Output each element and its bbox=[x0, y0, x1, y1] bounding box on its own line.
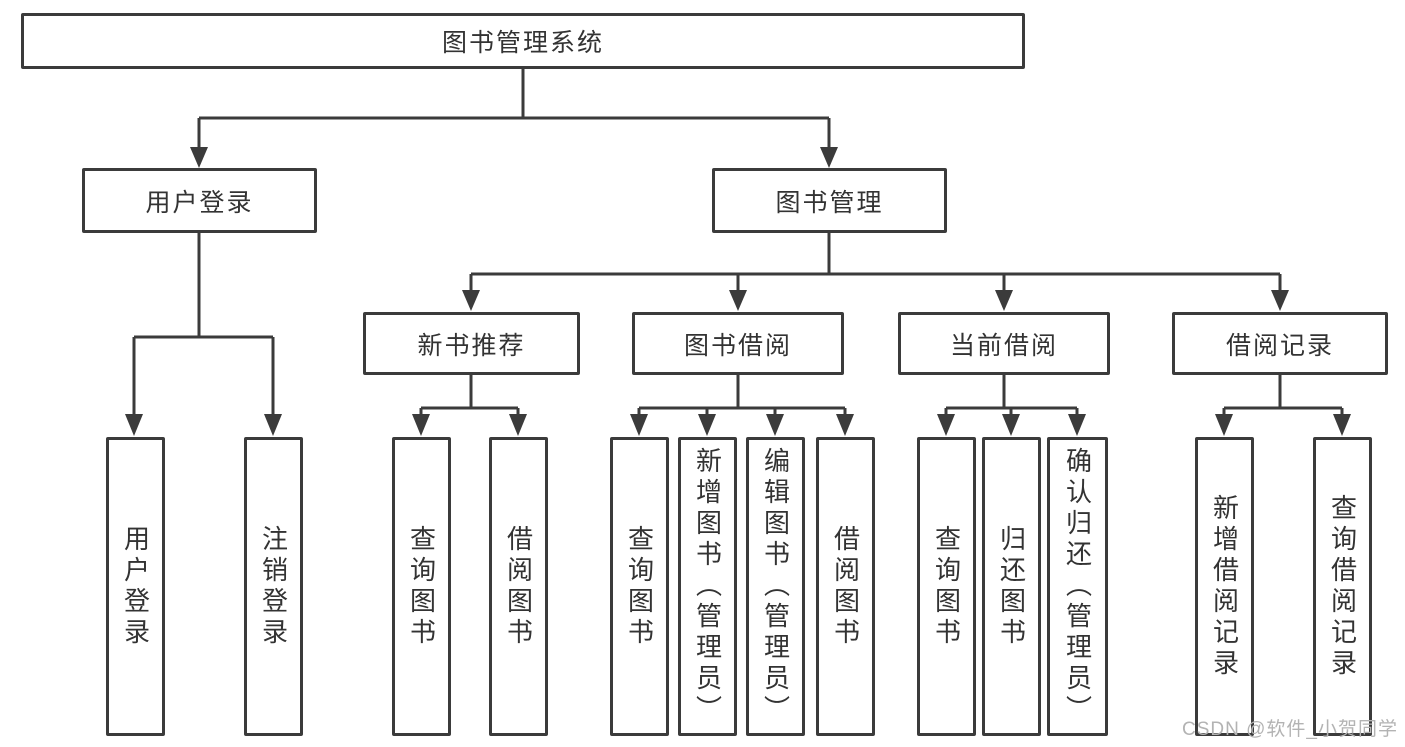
node-label: 用户登录 bbox=[145, 188, 254, 217]
node-book-management-branch: 图书管理 bbox=[712, 168, 947, 233]
node-logout: 注销登录 bbox=[244, 437, 303, 736]
node-book-borrowing: 图书借阅 bbox=[632, 312, 844, 375]
csdn-watermark: CSDN @软件_小贺同学 bbox=[1182, 719, 1398, 740]
node-query-books-borrow: 查询图书 bbox=[610, 437, 669, 736]
node-borrow-books: 借阅图书 bbox=[816, 437, 875, 736]
node-label: 当前借阅 bbox=[949, 331, 1058, 360]
node-label: 查询图书 bbox=[406, 524, 437, 649]
node-borrow-books-recommend: 借阅图书 bbox=[489, 437, 548, 736]
node-query-books-recommend: 查询图书 bbox=[392, 437, 451, 736]
node-label: 新书推荐 bbox=[417, 331, 526, 360]
node-label: 图书借阅 bbox=[683, 331, 792, 360]
node-label: 查询借阅记录 bbox=[1327, 493, 1358, 680]
node-label: 查询图书 bbox=[931, 524, 962, 649]
node-query-books-current: 查询图书 bbox=[917, 437, 976, 736]
node-user-login-leaf: 用户登录 bbox=[106, 437, 165, 736]
node-label: 归还图书 bbox=[996, 524, 1027, 649]
node-label: 图书管理系统 bbox=[441, 29, 604, 57]
node-label: 新增图书（管理员） bbox=[692, 447, 723, 726]
node-label: 注销登录 bbox=[258, 524, 289, 649]
node-user-login-branch: 用户登录 bbox=[82, 168, 317, 233]
node-edit-book-admin: 编辑图书（管理员） bbox=[746, 437, 805, 736]
node-label: 图书管理 bbox=[775, 188, 884, 217]
node-borrowing-records: 借阅记录 bbox=[1172, 312, 1388, 375]
node-add-book-admin: 新增图书（管理员） bbox=[678, 437, 737, 736]
node-add-borrow-record: 新增借阅记录 bbox=[1195, 437, 1254, 736]
node-label: 借阅图书 bbox=[830, 524, 861, 649]
node-confirm-return-admin: 确认归还（管理员） bbox=[1047, 437, 1108, 736]
node-new-book-recommend: 新书推荐 bbox=[363, 312, 580, 375]
node-label: 新增借阅记录 bbox=[1209, 493, 1240, 680]
node-label: 借阅图书 bbox=[503, 524, 534, 649]
node-library-management-system: 图书管理系统 bbox=[21, 13, 1025, 69]
node-query-borrow-record: 查询借阅记录 bbox=[1313, 437, 1372, 736]
node-current-borrowing: 当前借阅 bbox=[898, 312, 1110, 375]
node-label: 用户登录 bbox=[120, 524, 151, 649]
node-label: 确认归还（管理员） bbox=[1062, 447, 1093, 726]
node-label: 查询图书 bbox=[624, 524, 655, 649]
node-label: 编辑图书（管理员） bbox=[760, 447, 791, 726]
node-return-books: 归还图书 bbox=[982, 437, 1041, 736]
node-label: 借阅记录 bbox=[1225, 331, 1334, 360]
